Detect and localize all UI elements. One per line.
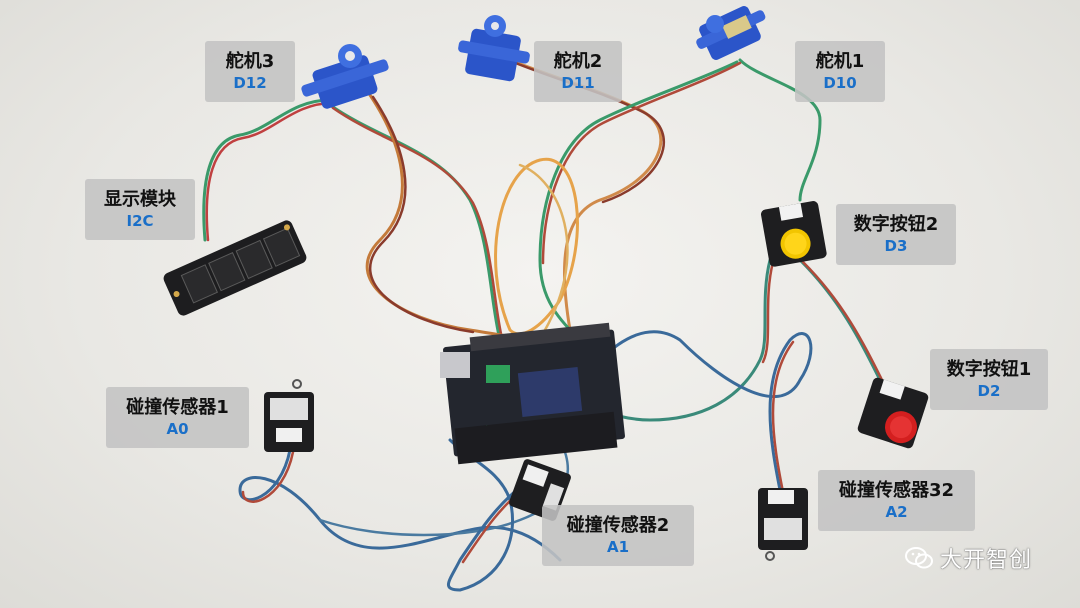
label-name: 舵机3 — [225, 50, 275, 72]
servo-2 — [458, 15, 530, 82]
watermark-text: 大开智创 — [940, 548, 1033, 573]
digital-button-2 — [761, 201, 827, 267]
label-pin: A2 — [885, 502, 908, 521]
label-name: 碰撞传感器2 — [566, 514, 670, 536]
label-pin: D10 — [823, 73, 857, 92]
label-name: 显示模块 — [104, 188, 176, 210]
label-pin: A1 — [606, 537, 630, 556]
label-pin: D3 — [884, 236, 908, 255]
label-servo-3: 舵机3 D12 — [205, 41, 295, 102]
label-button-1: 数字按钮1 D2 — [930, 349, 1048, 410]
servo-3 — [301, 44, 389, 109]
label-pin: A0 — [166, 419, 189, 438]
label-pin: D2 — [977, 381, 1001, 400]
label-bump-sensor-32: 碰撞传感器32 A2 — [818, 470, 975, 531]
label-pin: D12 — [233, 73, 267, 92]
bump-sensor-1 — [264, 379, 314, 452]
label-pin: I2C — [126, 211, 154, 230]
label-name: 碰撞传感器32 — [838, 479, 955, 501]
label-name: 舵机2 — [553, 50, 603, 72]
label-name: 数字按钮2 — [853, 213, 939, 235]
watermark: 大开智创 — [904, 542, 1032, 574]
label-name: 碰撞传感器1 — [126, 396, 229, 418]
display-module — [163, 220, 307, 316]
servo-1 — [696, 6, 766, 60]
digital-button-1 — [857, 377, 929, 449]
label-pin: D11 — [561, 73, 595, 92]
label-display-module: 显示模块 I2C — [85, 179, 195, 240]
bump-sensor-32 — [758, 488, 808, 561]
label-bump-sensor-1: 碰撞传感器1 A0 — [106, 387, 249, 448]
wechat-icon — [905, 547, 933, 569]
controller-board — [440, 322, 625, 465]
label-name: 数字按钮1 — [946, 358, 1032, 380]
label-button-2: 数字按钮2 D3 — [836, 204, 956, 265]
label-bump-sensor-2: 碰撞传感器2 A1 — [542, 505, 694, 566]
label-servo-2: 舵机2 D11 — [534, 41, 622, 102]
label-name: 舵机1 — [815, 50, 865, 72]
label-servo-1: 舵机1 D10 — [795, 41, 885, 102]
